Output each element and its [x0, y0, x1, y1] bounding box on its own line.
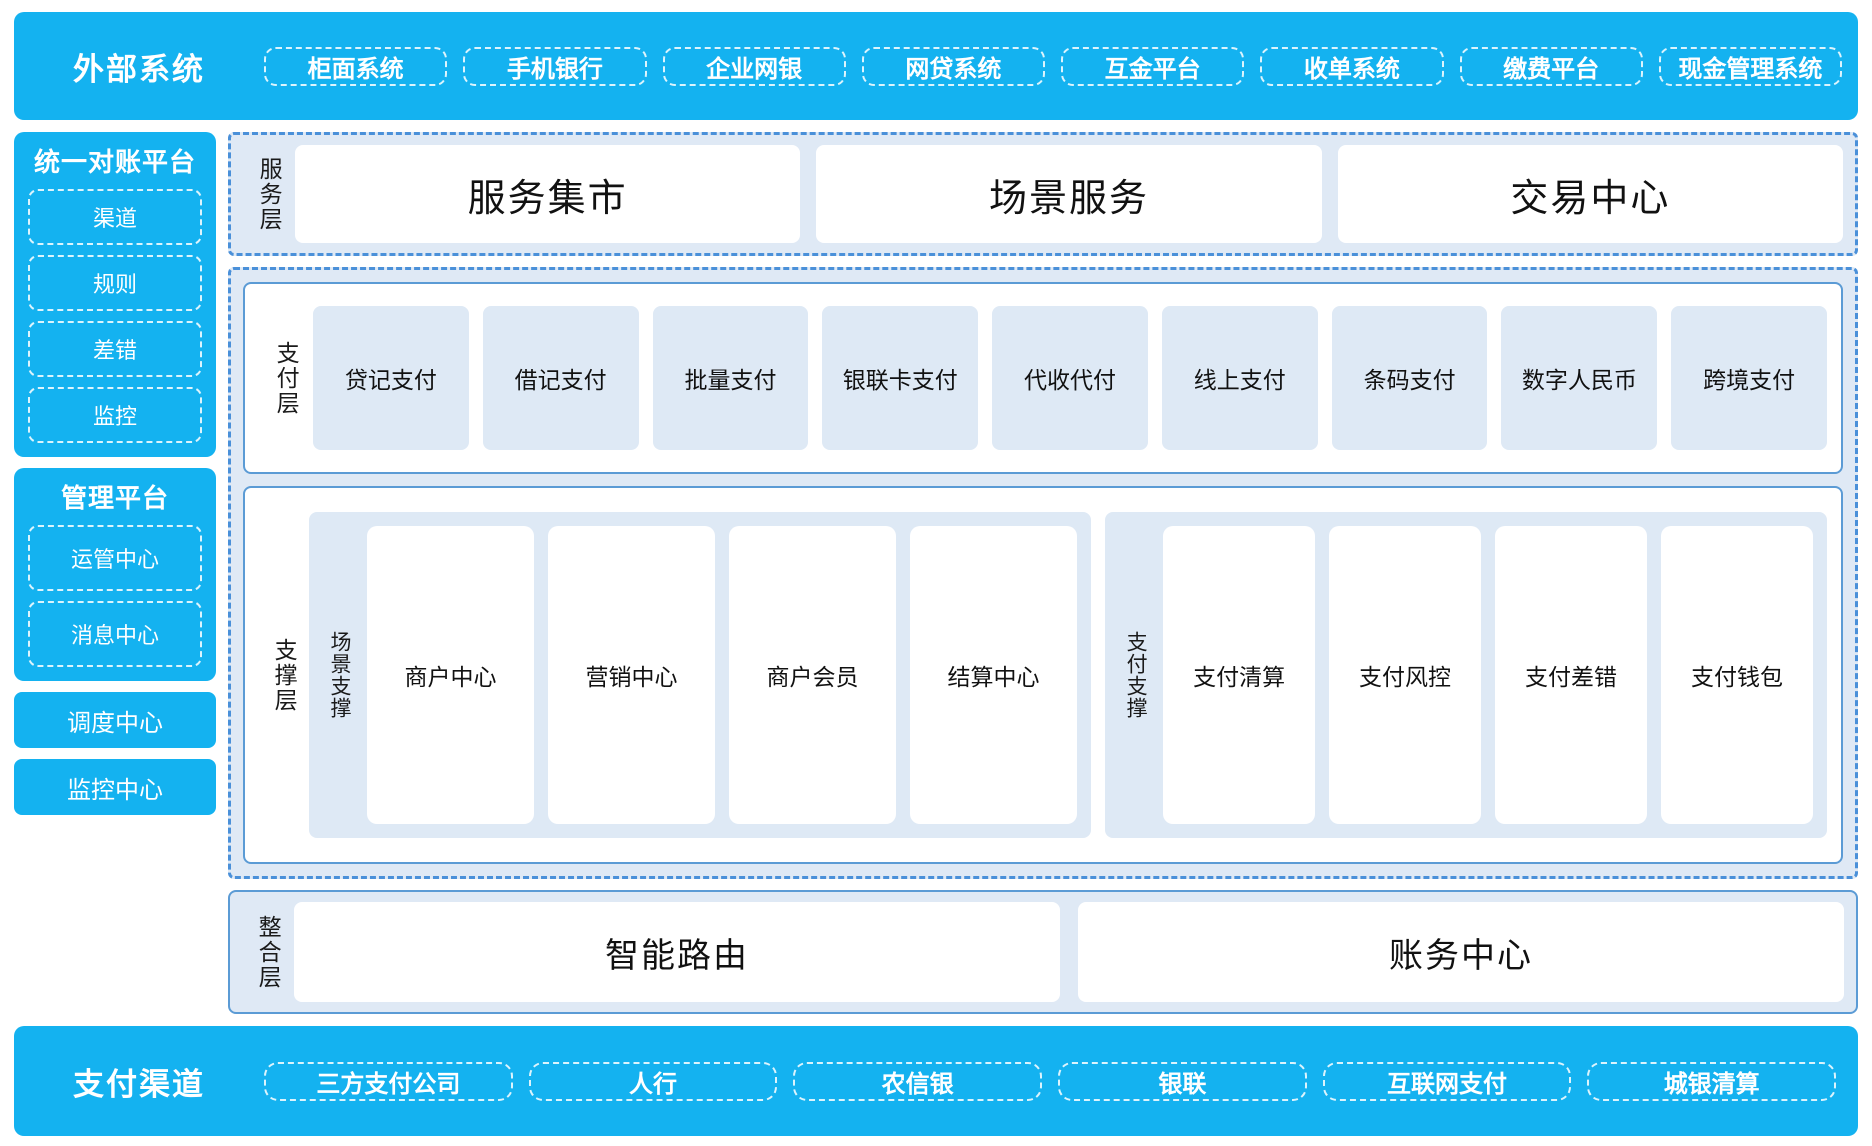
payment-channel-chip[interactable]: 三方支付公司	[264, 1061, 513, 1101]
payment-channel-chip[interactable]: 互联网支付	[1322, 1061, 1572, 1101]
management-item-operations-center[interactable]: 运管中心	[28, 525, 202, 591]
reconciliation-item-error[interactable]: 差错	[28, 321, 202, 377]
payment-channel-chip[interactable]: 农信银	[793, 1061, 1043, 1101]
payment-layer-caption: 支付层	[273, 340, 300, 416]
external-system-chip[interactable]: 缴费平台	[1459, 46, 1643, 86]
external-system-chip[interactable]: 企业网银	[662, 46, 846, 86]
reconciliation-item-rule[interactable]: 规则	[28, 255, 202, 311]
payment-tile-batch[interactable]: 批量支付	[652, 306, 809, 450]
layer-stack: 服务层 服务集市 场景服务 交易中心 支付层 贷记支付 借记支付 批量支付 银联…	[228, 132, 1858, 1014]
payment-tile-collection-payment[interactable]: 代收代付	[992, 306, 1148, 450]
reconciliation-item-channel[interactable]: 渠道	[28, 189, 202, 245]
integration-card-smart-routing[interactable]: 智能路由	[294, 902, 1060, 1002]
external-system-chip[interactable]: 互金平台	[1061, 46, 1245, 86]
scenario-support-group: 场景支撑 商户中心 营销中心 商户会员 结算中心	[309, 512, 1092, 838]
integration-layer-cards: 智能路由 账务中心	[294, 902, 1844, 1002]
support-card-merchant-center[interactable]: 商户中心	[367, 526, 535, 824]
payment-layer-tiles: 贷记支付 借记支付 批量支付 银联卡支付 代收代付 线上支付 条码支付 数字人民…	[313, 294, 1828, 462]
payment-channel-chip[interactable]: 人行	[528, 1061, 778, 1101]
integration-layer-caption: 整合层	[255, 914, 282, 990]
payment-channel-chip[interactable]: 银联	[1058, 1061, 1307, 1101]
core-layers-group: 支付层 贷记支付 借记支付 批量支付 银联卡支付 代收代付 线上支付 条码支付 …	[228, 267, 1858, 879]
scenario-support-cards: 商户中心 营销中心 商户会员 结算中心	[359, 520, 1081, 830]
payment-tile-credit[interactable]: 贷记支付	[313, 306, 469, 450]
reconciliation-platform-title: 统一对账平台	[33, 147, 196, 177]
external-systems-title: 外部系统	[73, 51, 205, 87]
service-card-scenario[interactable]: 场景服务	[816, 145, 1322, 243]
monitoring-center-card[interactable]: 监控中心	[14, 759, 216, 815]
reconciliation-item-monitor[interactable]: 监控	[28, 387, 202, 443]
payment-channel-chip[interactable]: 城银清算	[1587, 1061, 1837, 1101]
external-systems-band: 外部系统 柜面系统 手机银行 企业网银 网贷系统 互金平台 收单系统 缴费平台 …	[14, 12, 1858, 120]
support-card-merchant-member[interactable]: 商户会员	[729, 526, 897, 824]
payment-channels-title: 支付渠道	[73, 1066, 205, 1102]
support-layer-caption: 支撑层	[271, 637, 298, 713]
payment-tile-cross-border[interactable]: 跨境支付	[1671, 306, 1828, 450]
external-systems-items: 柜面系统 手机银行 企业网银 网贷系统 互金平台 收单系统 缴费平台 现金管理系…	[264, 46, 1842, 86]
integration-layer: 整合层 智能路由 账务中心	[228, 890, 1858, 1014]
payment-tile-digital-rmb[interactable]: 数字人民币	[1501, 306, 1658, 450]
external-system-chip[interactable]: 现金管理系统	[1658, 46, 1842, 86]
service-layer-caption: 服务层	[256, 156, 283, 232]
payment-tile-online[interactable]: 线上支付	[1161, 306, 1318, 450]
support-card-payment-error[interactable]: 支付差错	[1495, 526, 1648, 824]
service-card-marketplace[interactable]: 服务集市	[295, 145, 801, 243]
payment-channels-band: 支付渠道 三方支付公司 人行 农信银 银联 互联网支付 城银清算	[14, 1026, 1858, 1136]
support-card-payment-risk[interactable]: 支付风控	[1329, 526, 1482, 824]
payment-support-group: 支付支撑 支付清算 支付风控 支付差错 支付钱包	[1105, 512, 1827, 838]
service-layer-cards: 服务集市 场景服务 交易中心	[295, 145, 1843, 243]
scenario-support-caption: 场景支撑	[328, 631, 352, 719]
management-platform-card[interactable]: 管理平台 运管中心 消息中心	[14, 468, 216, 681]
service-card-transaction-center[interactable]: 交易中心	[1337, 145, 1843, 243]
payment-layer: 支付层 贷记支付 借记支付 批量支付 银联卡支付 代收代付 线上支付 条码支付 …	[243, 282, 1843, 474]
external-system-chip[interactable]: 网贷系统	[861, 46, 1045, 86]
scheduling-center-card[interactable]: 调度中心	[14, 692, 216, 748]
payment-channels-items: 三方支付公司 人行 农信银 银联 互联网支付 城银清算	[264, 1061, 1837, 1101]
payment-support-cards: 支付清算 支付风控 支付差错 支付钱包	[1155, 520, 1817, 830]
management-item-message-center[interactable]: 消息中心	[28, 601, 202, 667]
support-layer-groups: 场景支撑 商户中心 营销中心 商户会员 结算中心 支付支撑 支付清算	[309, 498, 1827, 852]
support-layer: 支撑层 场景支撑 商户中心 营销中心 商户会员 结算中心	[243, 486, 1843, 864]
external-system-chip[interactable]: 收单系统	[1260, 46, 1444, 86]
support-card-settlement-center[interactable]: 结算中心	[910, 526, 1078, 824]
management-platform-title: 管理平台	[60, 483, 169, 513]
payment-support-caption: 支付支撑	[1124, 631, 1148, 719]
payment-tile-barcode[interactable]: 条码支付	[1331, 306, 1488, 450]
service-layer: 服务层 服务集市 场景服务 交易中心	[228, 132, 1858, 256]
support-card-marketing-center[interactable]: 营销中心	[548, 526, 716, 824]
support-card-payment-wallet[interactable]: 支付钱包	[1661, 526, 1814, 824]
payment-tile-debit[interactable]: 借记支付	[482, 306, 639, 450]
reconciliation-platform-card[interactable]: 统一对账平台 渠道 规则 差错 监控	[14, 132, 216, 457]
left-rail: 统一对账平台 渠道 规则 差错 监控 管理平台 运管中心 消息中心 调度中心 监…	[14, 132, 216, 1014]
payment-tile-unionpay-card[interactable]: 银联卡支付	[822, 306, 979, 450]
external-system-chip[interactable]: 柜面系统	[264, 46, 448, 86]
external-system-chip[interactable]: 手机银行	[463, 46, 647, 86]
support-card-payment-clearing[interactable]: 支付清算	[1163, 526, 1316, 824]
integration-card-accounting-center[interactable]: 账务中心	[1078, 902, 1844, 1002]
platform-middle-region: 统一对账平台 渠道 规则 差错 监控 管理平台 运管中心 消息中心 调度中心 监…	[14, 132, 1858, 1014]
